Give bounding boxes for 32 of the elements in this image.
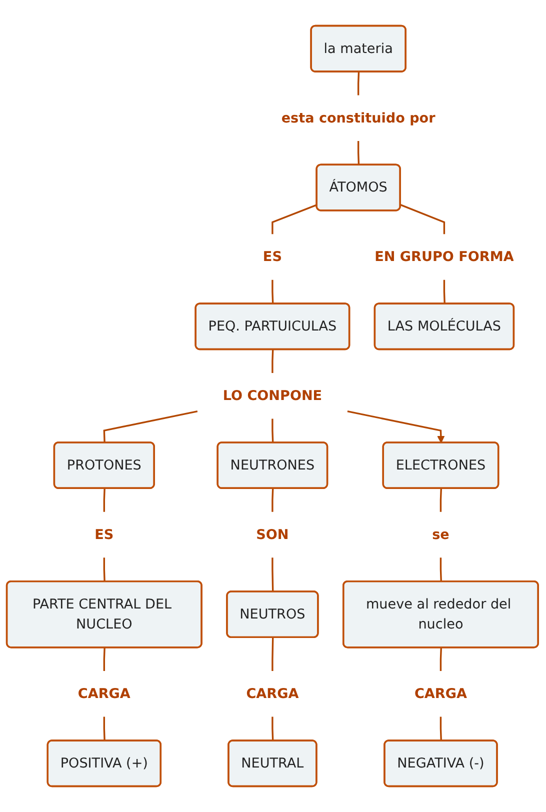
- connector: [103, 558, 106, 582]
- node-text: ES: [94, 526, 114, 542]
- connector: [103, 488, 106, 512]
- node-text: ES: [262, 248, 282, 265]
- node-text: esta constituido por: [281, 110, 436, 126]
- node-text: CARGA: [246, 685, 299, 702]
- node-text: EN GRUPO FORMA: [374, 248, 514, 265]
- connector: [272, 280, 274, 304]
- connector: [440, 558, 442, 582]
- node-text: LO CONPONE: [222, 387, 322, 404]
- node-text: SON: [256, 526, 289, 542]
- connector: [272, 558, 274, 592]
- connector: [440, 648, 442, 672]
- connector: [103, 410, 198, 443]
- connector: [357, 140, 360, 166]
- node-text: CARGA: [414, 685, 467, 702]
- connector: [400, 204, 446, 234]
- arrow: [347, 410, 445, 444]
- connector: [440, 716, 442, 741]
- connector: [272, 488, 274, 512]
- connector: [103, 716, 106, 741]
- connector: [272, 204, 318, 234]
- connector: [357, 72, 360, 96]
- connector: [272, 716, 274, 741]
- node-text: se: [432, 526, 450, 542]
- connector: [443, 280, 446, 304]
- connector: [103, 648, 106, 672]
- connector: [272, 638, 274, 672]
- connector: [440, 488, 442, 512]
- connector: [272, 418, 274, 443]
- node-text: CARGA: [78, 685, 130, 702]
- connector: [272, 350, 274, 373]
